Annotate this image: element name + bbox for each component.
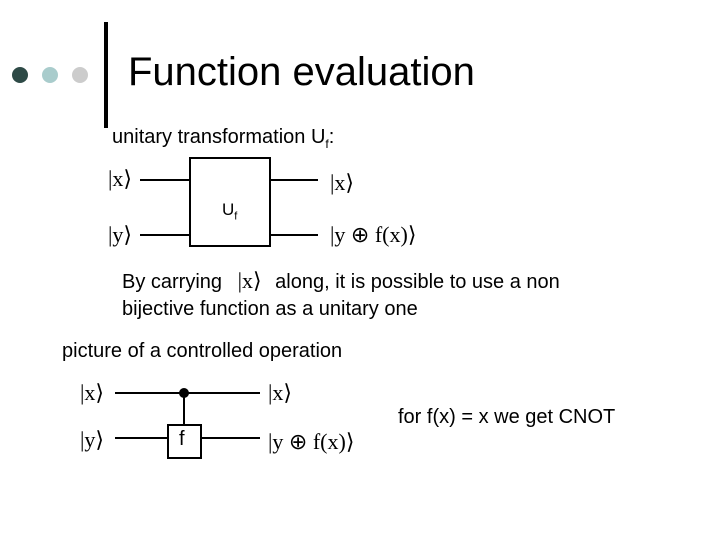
explain-pre: By carrying: [122, 271, 223, 293]
controlled-heading: picture of a controlled operation: [62, 340, 343, 362]
c2-input-x: |x⟩: [80, 380, 104, 405]
c2-output-y: |y ⊕ f(x)⟩: [268, 429, 355, 454]
decor-dot-gray: [72, 67, 88, 83]
c1-gate-letter: U: [222, 200, 235, 219]
subtitle-colon: :: [328, 126, 335, 148]
c1-output-y: |y ⊕ f(x)⟩: [330, 222, 417, 247]
explain-post: along, it is possible to use a non: [275, 271, 560, 293]
page-title: Function evaluation: [128, 50, 475, 94]
c1-output-x: |x⟩: [330, 170, 354, 195]
c2-gate-box: [167, 424, 202, 459]
c1-gate-label: Uf: [222, 200, 237, 222]
cnot-note: for f(x) = x we get CNOT: [398, 406, 616, 428]
title-divider: [104, 22, 108, 128]
subtitle-sub: f: [325, 137, 329, 151]
subtitle-text: unitary transformation U: [112, 126, 326, 148]
explain-line-1: By carrying |x⟩ along, it is possible to…: [122, 268, 560, 294]
c2-input-y: |y⟩: [80, 427, 104, 452]
decor-dot-teal: [42, 67, 58, 83]
c1-input-x: |x⟩: [108, 166, 132, 191]
subtitle: unitary transformation Uf:: [112, 126, 334, 151]
c1-input-y: |y⟩: [108, 222, 132, 247]
c2-output-x: |x⟩: [268, 380, 292, 405]
decor-dot-dark: [12, 67, 28, 83]
explain-ket: |x⟩: [237, 268, 262, 293]
explain-line-2: bijective function as a unitary one: [122, 298, 418, 320]
c1-gate-sub: f: [234, 210, 238, 223]
c2-gate-label: f: [179, 428, 185, 450]
c1-gate-box: [189, 157, 271, 247]
